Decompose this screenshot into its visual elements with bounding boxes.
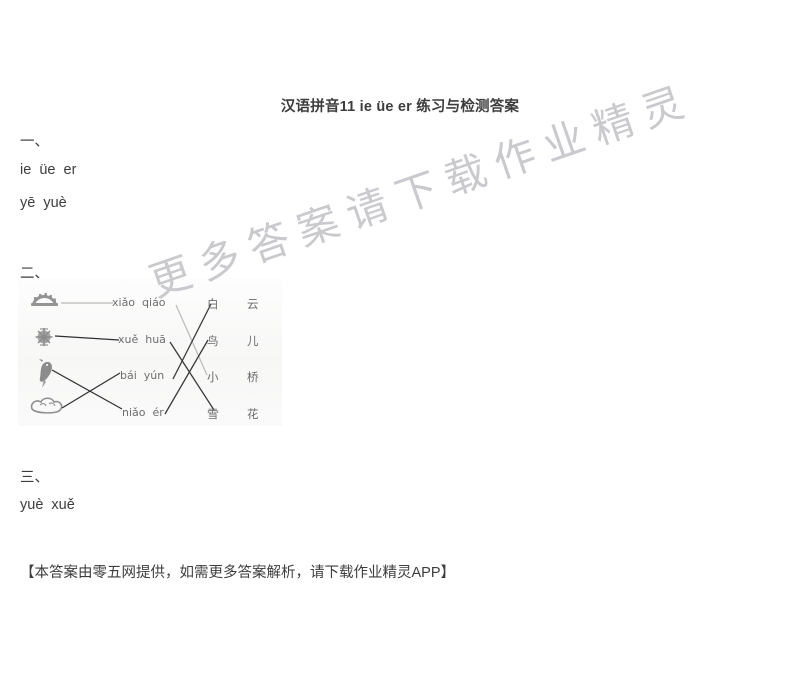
hanzi-a-row-3: 小 — [207, 370, 219, 384]
pinyin-row-4: niǎo ér — [122, 406, 164, 419]
match-line-cloud — [61, 372, 121, 409]
hanzi-b-row-2: 儿 — [247, 334, 259, 348]
bridge-icon — [31, 293, 58, 306]
section-1-answer-line-2: yē yuè — [20, 195, 67, 211]
page-title: 汉语拼音11 ie üe er 练习与检测答案 — [280, 99, 520, 115]
hanzi-a-row-4: 雪 — [207, 407, 219, 421]
section-1-answer-line-1: ie üe er — [20, 162, 77, 178]
hanzi-b-row-4: 花 — [247, 407, 259, 421]
match-line-er-niao — [164, 339, 209, 415]
match-line-snowflake — [54, 335, 120, 341]
snowflake-icon — [35, 328, 53, 346]
pinyin-row-1: xiǎo qiáo — [112, 296, 166, 309]
matching-exercise-graphic — [30, 293, 215, 415]
pinyin-row-2: xuě huā — [118, 333, 166, 346]
pinyin-row-3: bái yún — [120, 369, 165, 382]
hanzi-a-row-1: 白 — [207, 297, 219, 311]
hanzi-a-row-2: 鸟 — [207, 334, 219, 348]
section-1-number: 一、 — [20, 134, 49, 150]
section-3-number: 三、 — [20, 470, 49, 486]
match-line-bird — [51, 369, 123, 410]
footer-note: 【本答案由零五网提供，如需更多答案解析，请下载作业精灵APP】 — [20, 565, 456, 581]
hanzi-b-row-1: 云 — [247, 297, 259, 311]
bird-icon — [39, 359, 52, 388]
hanzi-b-row-3: 桥 — [247, 370, 259, 384]
matching-exercise-image: xiǎo qiáo xuě huā bái yún niǎo ér 白 鸟 小 … — [18, 278, 282, 426]
cloud-icon — [30, 397, 63, 414]
section-3-answer-line-1: yuè xuě — [20, 497, 75, 513]
match-line-hua-xue — [169, 341, 215, 411]
match-line-yun-bai — [172, 303, 212, 380]
match-line-qiao-xiao — [175, 304, 208, 376]
